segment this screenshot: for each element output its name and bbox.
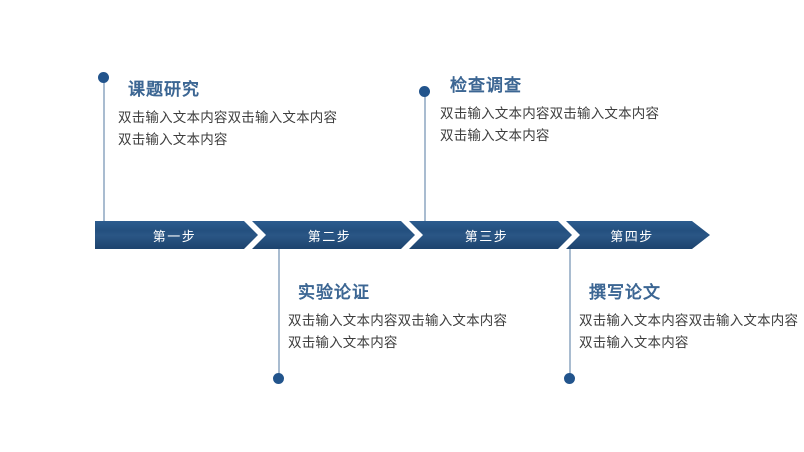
connector-line-3: [424, 94, 426, 224]
callout-3-body: 双击输入文本内容双击输入文本内容双击输入文本内容: [440, 106, 660, 144]
callout-4[interactable]: 撰写论文 双击输入文本内容双击输入文本内容双击输入文本内容: [579, 283, 804, 354]
callout-2-body: 双击输入文本内容双击输入文本内容双击输入文本内容: [288, 313, 508, 351]
process-step-3-label: 第三步: [464, 228, 509, 244]
process-step-1[interactable]: 第一步: [95, 221, 258, 249]
callout-1-body: 双击输入文本内容双击输入文本内容双击输入文本内容: [118, 110, 338, 148]
process-step-4-label: 第四步: [610, 228, 654, 244]
process-chevron-bar: 第一步 第二步 第三步 第四步: [95, 221, 710, 249]
callout-4-title: 撰写论文: [589, 283, 661, 302]
node-dot-1[interactable]: [98, 72, 109, 83]
process-step-1-label: 第一步: [152, 228, 197, 244]
callout-2-title: 实验论证: [298, 283, 370, 302]
connector-line-1: [103, 78, 105, 224]
callout-3-title: 检查调查: [450, 76, 522, 95]
process-step-3[interactable]: 第三步: [409, 221, 572, 249]
process-step-2-label: 第二步: [307, 228, 352, 244]
callout-2[interactable]: 实验论证 双击输入文本内容双击输入文本内容双击输入文本内容: [288, 283, 513, 354]
callout-1[interactable]: 课题研究 双击输入文本内容双击输入文本内容双击输入文本内容: [118, 80, 343, 151]
callout-3[interactable]: 检查调查 双击输入文本内容双击输入文本内容双击输入文本内容: [440, 76, 665, 147]
connector-line-4: [569, 248, 571, 380]
callout-4-body: 双击输入文本内容双击输入文本内容双击输入文本内容: [579, 313, 799, 351]
process-step-4[interactable]: 第四步: [566, 221, 710, 249]
node-dot-4[interactable]: [564, 373, 575, 384]
node-dot-3[interactable]: [419, 86, 430, 97]
node-dot-2[interactable]: [273, 373, 284, 384]
process-step-2[interactable]: 第二步: [252, 221, 415, 249]
connector-line-2: [278, 248, 280, 380]
callout-1-title: 课题研究: [128, 80, 200, 99]
